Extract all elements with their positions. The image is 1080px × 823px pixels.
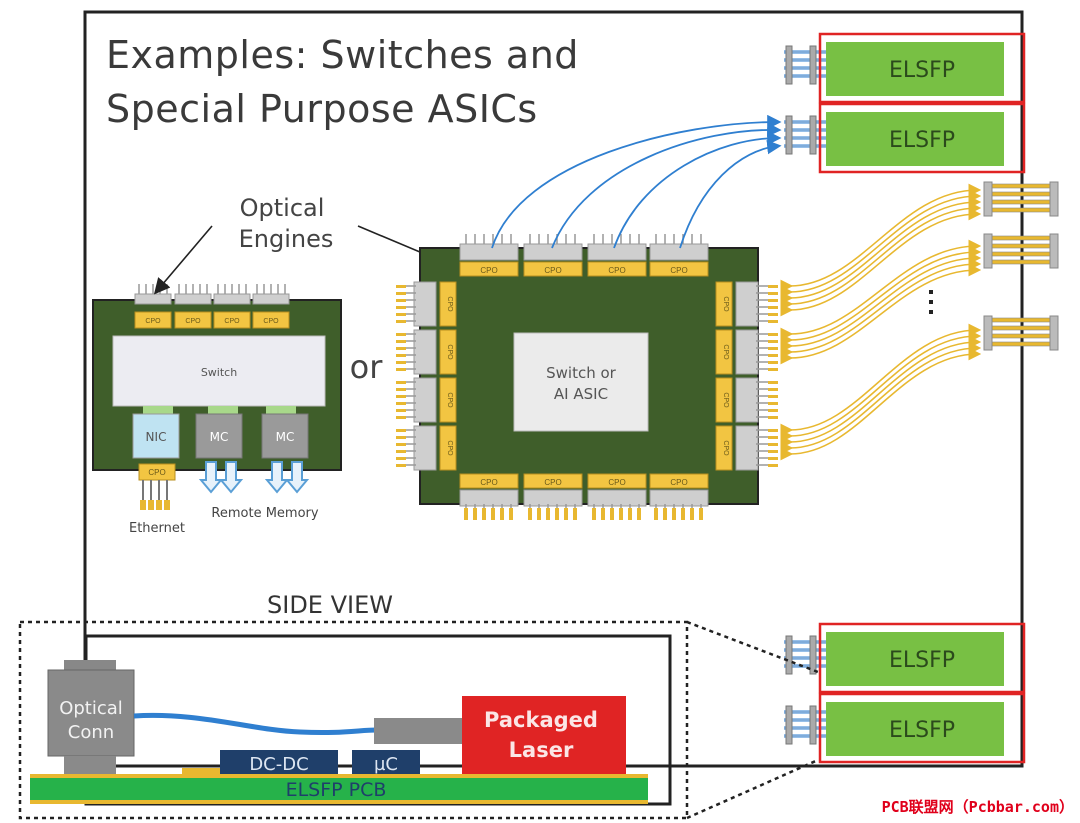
laser-label-2: Laser xyxy=(509,738,574,762)
svg-text:CPO: CPO xyxy=(722,296,729,312)
side-view-dotted-frame xyxy=(18,620,689,820)
large-cpo-top: CPO xyxy=(523,234,583,277)
large-cpo-left: CPO xyxy=(396,281,457,327)
blue-fiber-bundle xyxy=(491,114,782,249)
large-cpo-left: CPO xyxy=(396,329,457,375)
asic-die xyxy=(513,332,649,432)
optical-conn-label-2: Conn xyxy=(68,722,114,743)
svg-text:CPO: CPO xyxy=(224,318,240,325)
large-cpo-right: CPO xyxy=(715,329,778,375)
elsfp-module: ELSFP xyxy=(784,102,1026,174)
svg-text:CPO: CPO xyxy=(670,266,687,275)
elsfp-label: ELSFP xyxy=(889,128,955,153)
large-asic-package: CPO CPO CPO CPO CPO CPO CPO CPO CPO CPO CPO CPO CPO C… xyxy=(396,234,778,520)
optical-conn-label-1: Optical xyxy=(59,698,123,719)
optical-engines-pointer-left xyxy=(153,225,213,295)
svg-text:CPO: CPO xyxy=(446,296,453,312)
svg-text:CPO: CPO xyxy=(722,440,729,456)
svg-text:CPO: CPO xyxy=(670,478,687,487)
nic-block xyxy=(132,413,180,459)
elsfp-module: ELSFP xyxy=(784,692,1026,764)
zoom-line-bottom xyxy=(686,758,819,820)
uc-block xyxy=(352,750,420,774)
large-cpo-left: CPO xyxy=(396,377,457,423)
mc-block-2 xyxy=(261,413,309,459)
small-cpo-module: CPO xyxy=(174,284,212,329)
asic-label-2: AI ASIC xyxy=(554,385,608,403)
large-cpo-bottom: CPO xyxy=(523,473,583,520)
elsfp-label: ELSFP xyxy=(889,648,955,673)
remote-memory-label: Remote Memory xyxy=(211,506,318,521)
svg-text:CPO: CPO xyxy=(263,318,279,325)
asic-label-1: Switch or xyxy=(546,364,617,382)
nic-label: NIC xyxy=(146,430,167,444)
or-label: or xyxy=(350,348,384,386)
side-view-assembly: ELSFP PCB Optical Conn DC-DC µC Packaged… xyxy=(30,660,648,804)
laser-label-1: Packaged xyxy=(484,708,598,732)
watermark: PCB联盟网（Pcbbar.com） xyxy=(881,798,1074,816)
svg-text:CPO: CPO xyxy=(148,468,165,477)
large-cpo-bottom: CPO xyxy=(649,473,709,520)
elsfp-label: ELSFP xyxy=(889,58,955,83)
large-cpo-right: CPO xyxy=(715,377,778,423)
svg-text:CPO: CPO xyxy=(608,478,625,487)
large-cpo-right: CPO xyxy=(715,281,778,327)
vertical-ellipsis xyxy=(929,290,933,314)
switch-label: Switch xyxy=(201,366,237,379)
pcb-label: ELSFP PCB xyxy=(286,779,387,801)
ethernet-label: Ethernet xyxy=(129,521,185,536)
elsfp-module: ELSFP xyxy=(784,32,1026,104)
small-cpo-module: CPO xyxy=(213,284,251,329)
mc-block-1 xyxy=(195,413,243,459)
uc-label: µC xyxy=(374,754,398,775)
dcdc-block xyxy=(220,750,338,774)
optical-conn-block xyxy=(47,669,135,757)
elsfp-module: ELSFP xyxy=(784,622,1026,694)
svg-text:CPO: CPO xyxy=(185,318,201,325)
optical-engines-label-2: Engines xyxy=(239,225,334,253)
svg-text:CPO: CPO xyxy=(480,478,497,487)
large-cpo-bottom: CPO xyxy=(587,473,647,520)
elsfp-label: ELSFP xyxy=(889,718,955,743)
elsfp-pcb xyxy=(30,778,648,800)
switch-die xyxy=(112,335,326,407)
svg-text:CPO: CPO xyxy=(446,392,453,408)
dcdc-label: DC-DC xyxy=(249,754,308,775)
svg-text:CPO: CPO xyxy=(544,266,561,275)
side-view-label: SIDE VIEW xyxy=(267,591,393,619)
svg-text:CPO: CPO xyxy=(480,266,497,275)
yellow-fiber-bundle xyxy=(780,183,982,461)
svg-text:CPO: CPO xyxy=(722,344,729,360)
large-cpo-right: CPO xyxy=(715,425,778,471)
title-line-1: Examples: Switches and xyxy=(106,33,579,77)
svg-text:CPO: CPO xyxy=(722,392,729,408)
svg-text:CPO: CPO xyxy=(446,440,453,456)
large-cpo-left: CPO xyxy=(396,425,457,471)
large-cpo-top: CPO xyxy=(587,234,647,277)
side-fiber xyxy=(133,712,377,736)
svg-text:CPO: CPO xyxy=(544,478,561,487)
right-fiber-connectors xyxy=(983,181,1059,351)
packaged-laser xyxy=(462,696,626,774)
svg-text:CPO: CPO xyxy=(446,344,453,360)
svg-text:CPO: CPO xyxy=(608,266,625,275)
mc-label-2: MC xyxy=(276,430,295,444)
svg-text:CPO: CPO xyxy=(145,318,161,325)
large-cpo-bottom: CPO xyxy=(459,473,519,520)
large-cpo-top: CPO xyxy=(459,234,519,277)
small-switch-package: CPO CPO CPO CPO Switch NIC MC MC CPO xyxy=(92,284,342,510)
diagram-title: Examples: Switches and Special Purpose A… xyxy=(106,28,579,136)
large-cpo-top: CPO xyxy=(649,234,709,277)
mc-label-1: MC xyxy=(210,430,229,444)
optical-engines-label-1: Optical xyxy=(240,194,325,222)
title-line-2: Special Purpose ASICs xyxy=(106,87,538,131)
small-cpo-module: CPO xyxy=(252,284,290,329)
